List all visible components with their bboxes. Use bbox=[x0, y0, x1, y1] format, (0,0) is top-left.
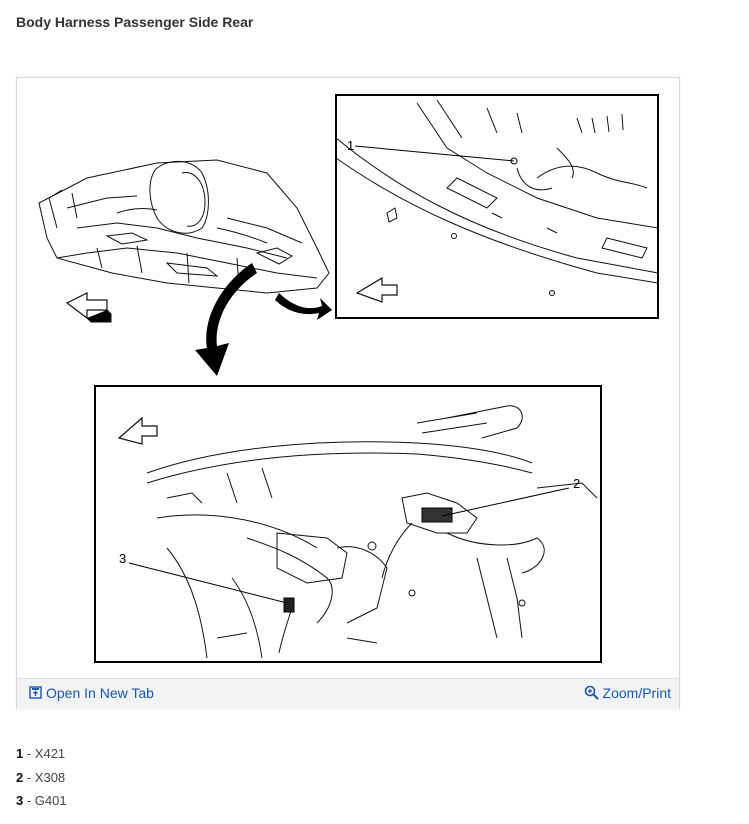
diagram-toolbar: Open In New Tab Zoom/Print bbox=[17, 678, 679, 709]
legend-separator: - bbox=[23, 793, 35, 808]
legend-code: X308 bbox=[34, 769, 66, 785]
direction-arrow-icon bbox=[65, 292, 112, 323]
legend-number: 2 bbox=[16, 769, 24, 785]
callout-2-label: 2 bbox=[573, 476, 580, 491]
legend-number: 3 bbox=[16, 793, 24, 808]
vehicle-body-sketch bbox=[38, 159, 330, 294]
inset-top-right: 1 bbox=[335, 94, 659, 319]
detail-pointer-arrow bbox=[195, 263, 257, 376]
callout-1-label: 1 bbox=[347, 138, 354, 153]
zoom-print-link[interactable]: Zoom/Print bbox=[584, 685, 671, 703]
legend-item: 1 - X421 bbox=[16, 742, 67, 766]
inset-pointer-arrow bbox=[275, 293, 332, 320]
legend-code: G401 bbox=[34, 793, 67, 808]
legend-list: 1 - X421 2 - X308 3 - G401 bbox=[16, 742, 67, 813]
open-in-new-tab-link[interactable]: Open In New Tab bbox=[29, 685, 154, 702]
callout-3-label: 3 bbox=[119, 551, 126, 566]
diagram-frame: 1 bbox=[16, 77, 680, 709]
legend-item: 3 - G401 bbox=[16, 789, 67, 813]
open-tab-icon bbox=[29, 686, 42, 702]
legend-code: X421 bbox=[34, 746, 66, 761]
legend-item: 2 - X308 bbox=[16, 766, 67, 790]
zoom-icon bbox=[584, 685, 599, 703]
open-in-new-tab-label: Open In New Tab bbox=[46, 685, 154, 701]
page-title: Body Harness Passenger Side Rear bbox=[16, 14, 254, 30]
legend-number: 1 bbox=[16, 746, 24, 761]
inset-bottom-detail: 2 3 bbox=[94, 385, 602, 663]
harness-diagram: 1 bbox=[38, 94, 659, 663]
legend-separator: - bbox=[23, 769, 35, 785]
legend-separator: - bbox=[23, 746, 35, 761]
zoom-print-label: Zoom/Print bbox=[602, 685, 671, 701]
